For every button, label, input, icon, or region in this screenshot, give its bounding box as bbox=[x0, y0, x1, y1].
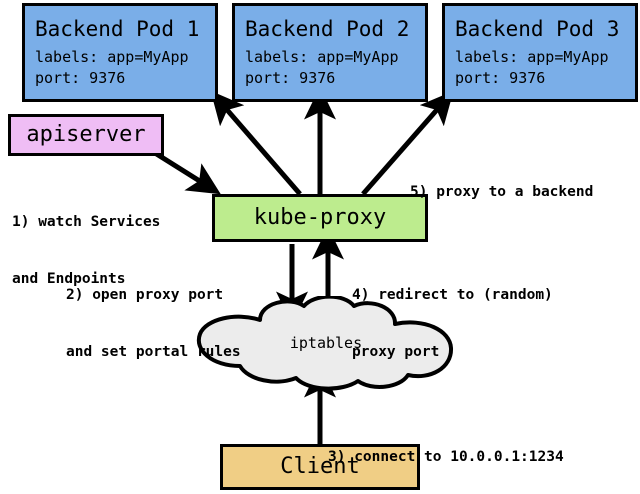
backend-pod-3-port: port: 9376 bbox=[455, 69, 546, 87]
step-2-line-1: 2) open proxy port bbox=[66, 287, 224, 303]
step-2-label: 2) open proxy port and set portal rules bbox=[66, 248, 241, 400]
backend-pod-3-title: Backend Pod 3 bbox=[455, 17, 620, 41]
step-2-line-2: and set portal rules bbox=[66, 344, 241, 360]
kube-proxy-box[interactable]: kube-proxy bbox=[212, 194, 428, 242]
step-1-line-1: 1) watch Services bbox=[12, 214, 161, 230]
backend-pod-1-box[interactable]: Backend Pod 1 labels: app=MyApp port: 93… bbox=[22, 3, 218, 102]
backend-pod-2-title: Backend Pod 2 bbox=[245, 17, 410, 41]
step-5-line-1: 5) proxy to a backend bbox=[410, 184, 594, 200]
arrow-apiserver-to-kubeproxy bbox=[153, 150, 221, 195]
step-4-label: 4) redirect to (random) proxy port bbox=[352, 248, 553, 400]
step-3-line-1: 3) connect to 10.0.0.1:1234 bbox=[328, 449, 564, 465]
step-3-label: 3) connect to 10.0.0.1:1234 bbox=[328, 410, 564, 494]
apiserver-box[interactable]: apiserver bbox=[8, 114, 164, 156]
client-label: Client bbox=[280, 454, 360, 479]
apiserver-label: apiserver bbox=[26, 122, 146, 147]
backend-pod-2-labels: labels: app=MyApp bbox=[245, 48, 399, 66]
backend-pod-2-port: port: 9376 bbox=[245, 69, 336, 87]
backend-pod-1-port: port: 9376 bbox=[35, 69, 126, 87]
backend-pod-1-title: Backend Pod 1 bbox=[35, 17, 200, 41]
step-4-line-1: 4) redirect to (random) bbox=[352, 287, 553, 303]
kube-proxy-label: kube-proxy bbox=[253, 205, 387, 230]
backend-pod-2-box[interactable]: Backend Pod 2 labels: app=MyApp port: 93… bbox=[232, 3, 428, 102]
step-1-line-2: and Endpoints bbox=[12, 271, 126, 287]
arrow-kubeproxy-to-pod1 bbox=[210, 90, 302, 196]
backend-pod-3-labels: labels: app=MyApp bbox=[455, 48, 609, 66]
step-1-label: 1) watch Services and Endpoints bbox=[12, 175, 160, 327]
client-box[interactable]: Client bbox=[220, 444, 420, 490]
backend-pod-1-labels: labels: app=MyApp bbox=[35, 48, 189, 66]
step-5-label: 5) proxy to a backend bbox=[410, 145, 593, 240]
step-4-line-2: proxy port bbox=[352, 344, 440, 360]
cloud-shape bbox=[196, 296, 454, 391]
backend-pod-3-box[interactable]: Backend Pod 3 labels: app=MyApp port: 93… bbox=[442, 3, 638, 102]
